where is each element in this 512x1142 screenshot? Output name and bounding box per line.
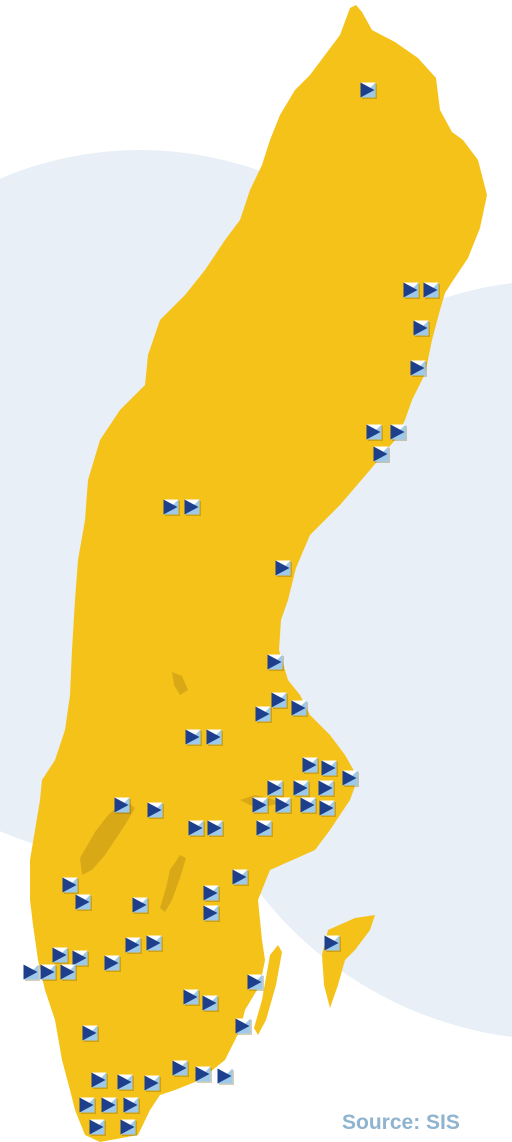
markers-layer <box>23 82 440 1136</box>
site-marker-icon <box>360 82 377 99</box>
site-marker-icon <box>188 820 205 837</box>
site-marker-icon <box>144 1075 161 1092</box>
site-marker-icon <box>319 800 336 817</box>
site-marker-icon <box>291 700 308 717</box>
site-marker-icon <box>206 729 223 746</box>
site-marker-icon <box>217 1068 234 1085</box>
source-caption: Source: SIS <box>342 1111 460 1134</box>
site-marker-icon <box>324 935 341 952</box>
site-marker-icon <box>271 692 288 709</box>
site-marker-icon <box>275 797 292 814</box>
site-marker-icon <box>403 282 420 299</box>
site-marker-icon <box>256 820 273 837</box>
site-marker-icon <box>120 1119 137 1136</box>
site-marker-icon <box>203 905 220 922</box>
site-marker-icon <box>72 950 89 967</box>
site-marker-icon <box>125 937 142 954</box>
site-marker-icon <box>132 897 149 914</box>
site-marker-icon <box>89 1119 106 1136</box>
site-marker-icon <box>184 499 201 516</box>
site-marker-icon <box>373 446 390 463</box>
site-marker-icon <box>62 877 79 894</box>
site-marker-icon <box>267 780 284 797</box>
site-marker-icon <box>267 654 284 671</box>
site-marker-icon <box>366 424 383 441</box>
site-marker-icon <box>104 955 121 972</box>
oland-island <box>254 945 282 1035</box>
lake-vanern <box>80 800 135 875</box>
site-marker-icon <box>183 989 200 1006</box>
site-marker-icon <box>203 885 220 902</box>
site-marker-icon <box>195 1066 212 1083</box>
site-marker-icon <box>172 1060 189 1077</box>
site-marker-icon <box>60 964 77 981</box>
site-marker-icon <box>23 964 40 981</box>
site-marker-icon <box>82 1025 99 1042</box>
site-marker-icon <box>342 770 359 787</box>
site-marker-icon <box>123 1097 140 1114</box>
site-marker-icon <box>413 320 430 337</box>
site-marker-icon <box>114 797 131 814</box>
site-marker-icon <box>79 1097 96 1114</box>
site-marker-icon <box>255 706 272 723</box>
site-marker-icon <box>185 729 202 746</box>
site-marker-icon <box>232 869 249 886</box>
site-marker-icon <box>117 1074 134 1091</box>
site-marker-icon <box>202 995 219 1012</box>
site-marker-icon <box>321 760 338 777</box>
site-marker-icon <box>293 780 310 797</box>
site-marker-icon <box>423 282 440 299</box>
site-marker-icon <box>40 964 57 981</box>
site-marker-icon <box>235 1018 252 1035</box>
site-marker-icon <box>300 797 317 814</box>
site-marker-icon <box>52 947 69 964</box>
site-marker-icon <box>410 360 427 377</box>
site-marker-icon <box>302 757 319 774</box>
site-marker-icon <box>75 894 92 911</box>
lake-vattern <box>160 855 186 912</box>
site-marker-icon <box>318 780 335 797</box>
site-marker-icon <box>147 802 164 819</box>
site-marker-icon <box>91 1072 108 1089</box>
site-marker-icon <box>275 560 292 577</box>
sweden-mainland <box>30 5 487 1142</box>
site-marker-icon <box>146 935 163 952</box>
site-marker-icon <box>207 820 224 837</box>
site-marker-icon <box>390 424 407 441</box>
site-marker-icon <box>247 974 264 991</box>
site-marker-icon <box>163 499 180 516</box>
site-marker-icon <box>252 797 269 814</box>
lake-siljan <box>172 672 188 695</box>
site-marker-icon <box>101 1097 118 1114</box>
